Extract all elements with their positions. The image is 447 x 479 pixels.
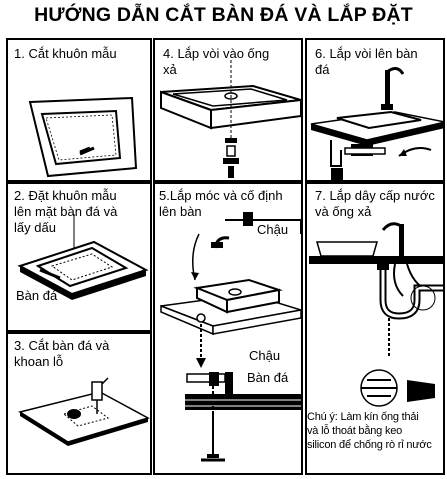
template-sheet-illustration	[28, 96, 138, 178]
page-title: HƯỚNG DẪN CẮT BÀN ĐÁ VÀ LẮP ĐẶT	[34, 4, 413, 26]
water-supply-and-drain-illustration	[309, 222, 443, 407]
step-5-text: 5.Lắp móc và cố định lên bàn	[159, 188, 283, 219]
mark-counter-illustration	[17, 214, 149, 300]
step-3-panel: 3. Cắt bàn đá và khoan lỗ	[6, 332, 152, 475]
step-5-panel: 5.Lắp móc và cố định lên bàn Chậu Chậu B…	[153, 182, 303, 475]
step-7-text: 7. Lắp dây cấp nước và ống xả	[315, 188, 435, 219]
step-5-label-counter: Bàn đá	[247, 370, 289, 385]
step-1-text: 1. Cắt khuôn mẫu	[14, 46, 117, 61]
clip-and-fix-illustration	[160, 212, 301, 462]
step-2-label-counter: Bàn đá	[16, 288, 58, 303]
step-1-panel: 1. Cắt khuôn mẫu	[6, 38, 152, 182]
step-4-panel: 4. Lắp vòi vào ống xả	[153, 38, 303, 182]
step-2-panel: 2. Đặt khuôn mẫu lên mặt bàn đá và lấy d…	[6, 182, 152, 332]
step-6-panel: 6. Lắp vòi lên bàn đá	[305, 38, 445, 182]
cut-drill-illustration	[18, 377, 150, 446]
step-3-text: 3. Cắt bàn đá và khoan lỗ	[14, 338, 110, 369]
faucet-on-counter-illustration	[310, 67, 443, 180]
step-6-text: 6. Lắp vòi lên bàn đá	[315, 46, 418, 77]
step-2-text: 2. Đặt khuôn mẫu lên mặt bàn đá và lấy d…	[14, 188, 118, 235]
faucet-to-drain-illustration	[160, 60, 301, 178]
step-5-label-sink-top: Chậu	[257, 222, 289, 237]
step-5-label-sink-bottom: Chậu	[249, 348, 281, 363]
step-7-panel: 7. Lắp dây cấp nước và ống xả Chú ý: Làm…	[305, 182, 445, 475]
step-7-note: Chú ý: Làm kín ống thải và lỗ thoát bằng…	[307, 411, 432, 451]
step-4-text: 4. Lắp vòi vào ống xả	[163, 46, 270, 77]
